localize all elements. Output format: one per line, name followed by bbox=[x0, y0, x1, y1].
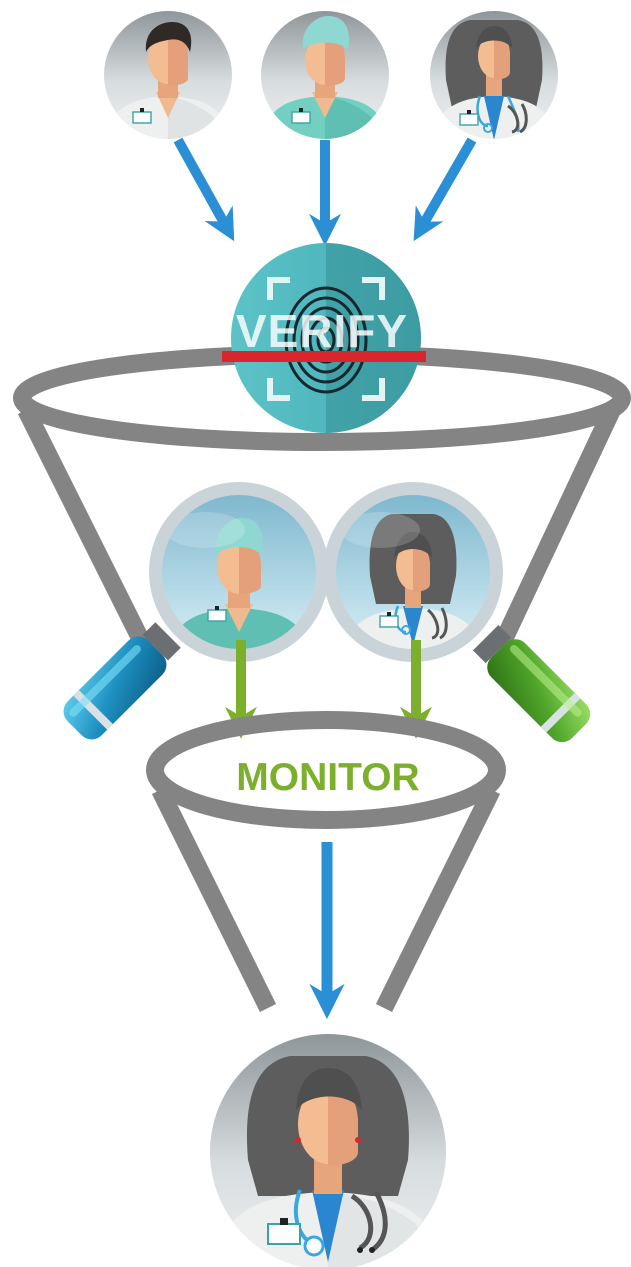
person-verified-doctor-icon bbox=[210, 1034, 446, 1267]
verify-label: VERIFY bbox=[236, 305, 408, 357]
badge-icon bbox=[207, 606, 227, 622]
monitor-label: MONITOR bbox=[236, 756, 419, 799]
scan-line bbox=[222, 351, 426, 362]
badge-icon bbox=[291, 108, 311, 124]
arrow-left-to-verify bbox=[173, 137, 235, 242]
verify-badge: VERIFY bbox=[222, 243, 426, 433]
magnifier-green-icon bbox=[323, 482, 591, 743]
monitor-funnel bbox=[146, 711, 506, 1012]
stethoscope-icon bbox=[350, 1190, 388, 1253]
stethoscope-icon bbox=[507, 103, 528, 134]
stethoscope-icon bbox=[426, 607, 448, 640]
arrow-right-to-verify bbox=[413, 137, 477, 242]
magnifier-blue-icon bbox=[63, 482, 329, 740]
person-male-doctor-icon bbox=[104, 11, 232, 139]
person-surgeon-icon bbox=[261, 11, 389, 139]
badge-icon bbox=[132, 108, 152, 124]
fingerprint-icon bbox=[284, 286, 368, 394]
badge-icon bbox=[459, 110, 479, 126]
person-female-doctor-icon bbox=[430, 11, 558, 139]
badge-icon bbox=[379, 612, 399, 628]
badge-icon bbox=[267, 1218, 301, 1245]
